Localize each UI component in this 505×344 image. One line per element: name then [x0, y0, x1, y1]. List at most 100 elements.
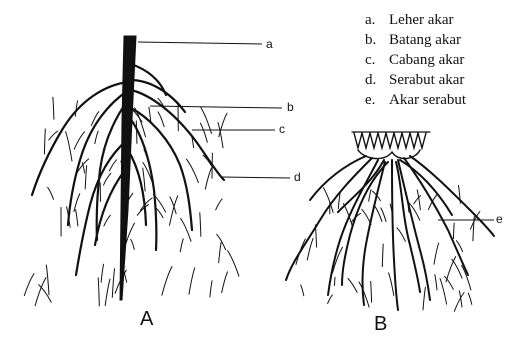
taproot-rootlet — [44, 129, 45, 154]
taproot-rootlet — [136, 121, 137, 143]
taproot-system-drawing — [24, 36, 239, 306]
legend-item-d: d.Serabut akar — [365, 70, 466, 90]
fibrous-rootlet — [328, 295, 333, 304]
taproot-rootlet — [48, 187, 54, 199]
legend-panel: a.Leher akar b.Batang akar c.Cabang akar… — [360, 0, 505, 106]
fibrous-rootlet — [362, 209, 371, 224]
pointer-label-e: e — [496, 212, 503, 226]
taproot-rootlet — [228, 251, 239, 277]
stem-base-leaf — [354, 133, 362, 148]
taproot-rootlet — [98, 278, 99, 306]
fibrous-rootlet — [445, 276, 454, 289]
fibrous-rootlet — [369, 190, 371, 202]
legend-letter: c. — [365, 50, 389, 70]
taproot-rootlet — [101, 264, 104, 282]
taproot-rootlet — [104, 173, 111, 185]
taproot-rootlet — [143, 168, 145, 191]
taproot-rootlet — [66, 132, 72, 162]
pointer-label-b: b — [287, 100, 294, 114]
taproot-trunk — [120, 36, 136, 300]
fibrous-rootlet — [417, 190, 420, 210]
stem-base-leaf — [362, 133, 370, 148]
taproot-rootlet — [219, 243, 221, 263]
taproot-rootlet — [170, 196, 178, 226]
fibrous-rootlet — [453, 223, 454, 238]
fibrous-rootlet — [348, 279, 357, 293]
taproot-rootlet — [162, 267, 172, 296]
taproot-rootlet — [24, 274, 34, 296]
taproot-rootlet — [141, 198, 153, 210]
taproot-rootlet — [112, 269, 114, 298]
legend-text: Batang akar — [389, 32, 461, 48]
taproot-rootlet — [217, 234, 226, 249]
fibrous-rootlet — [446, 257, 456, 282]
stem-base-leaf — [370, 133, 378, 148]
fibrous-rootlet — [301, 285, 304, 296]
taproot-rootlet — [74, 132, 84, 150]
taproot-rootlet — [104, 215, 110, 226]
legend-letter: b. — [365, 30, 389, 50]
fibrous-root — [396, 162, 420, 292]
stem-base-leaf — [402, 133, 410, 148]
taproot-rootlet — [216, 199, 222, 210]
fibrous-rootlet — [454, 293, 464, 312]
taproot-rootlet — [181, 218, 191, 241]
pointer-line-a — [138, 42, 262, 44]
legend-item-e: e.Akar serabut — [365, 90, 466, 106]
pointer-line-b — [150, 106, 282, 108]
stem-base-leaf — [394, 133, 402, 148]
fibrous-root-system-drawing — [286, 132, 494, 311]
legend-text: Cabang akar — [389, 52, 464, 68]
fibrous-rootlet — [423, 287, 425, 310]
fibrous-root — [392, 160, 398, 310]
taproot-rootlet — [180, 239, 183, 252]
taproot-rootlet — [205, 168, 211, 189]
legend-item-a: a.Leher akar — [365, 10, 466, 30]
fibrous-rootlet — [382, 244, 383, 267]
stem-base-leaf — [378, 133, 386, 148]
fibrous-rootlet — [389, 273, 394, 296]
taproot-rootlet — [200, 213, 201, 237]
taproot-rootlet — [76, 210, 78, 226]
fibrous-rootlet — [434, 243, 439, 264]
stem-base-leaf — [418, 133, 426, 148]
fibrous-rootlet — [371, 281, 372, 302]
stem-base-leaf — [386, 133, 394, 148]
pointer-label-a: a — [266, 37, 273, 51]
legend-text: Leher akar — [389, 12, 454, 28]
legend-text: Serabut akar — [389, 72, 464, 88]
taproot-rootlet — [210, 281, 212, 297]
figure-label-fibrous: B — [374, 313, 387, 336]
fibrous-rootlet — [435, 275, 437, 290]
pointer-label-d: d — [294, 170, 301, 184]
fibrous-rootlet — [335, 277, 336, 285]
legend-text: Akar serabut — [389, 92, 466, 106]
legend-letter: a. — [365, 10, 389, 30]
fibrous-rootlet — [343, 204, 352, 228]
fibrous-rootlet — [307, 238, 313, 260]
taproot-rootlet — [74, 194, 80, 212]
pointer-label-c: c — [279, 122, 285, 136]
taproot-rootlet — [105, 279, 110, 305]
taproot-rootlet — [131, 239, 135, 249]
taproot-rootlet — [46, 265, 49, 295]
fibrous-rootlet — [315, 225, 316, 247]
fibrous-rootlet — [440, 279, 447, 305]
fibrous-rootlet — [468, 293, 472, 304]
taproot-rootlet — [53, 97, 54, 119]
taproot-rootlet — [189, 268, 195, 294]
legend-item-b: b.Batang akar — [365, 30, 466, 50]
taproot-branch — [128, 150, 146, 225]
legend-letter: e. — [365, 90, 389, 106]
figure-label-taproot: A — [140, 308, 153, 331]
taproot-rootlet — [200, 123, 207, 142]
legend-item-c: c.Cabang akar — [365, 50, 466, 70]
taproot-rootlet — [222, 272, 228, 293]
pointer-line-d — [222, 177, 290, 178]
taproot-rootlet — [158, 112, 164, 127]
stem-base-leaf — [410, 133, 418, 148]
taproot-rootlet — [95, 131, 98, 144]
taproot-branch — [130, 80, 185, 112]
taproot-rootlet — [109, 160, 116, 171]
fibrous-rootlet — [397, 228, 405, 242]
